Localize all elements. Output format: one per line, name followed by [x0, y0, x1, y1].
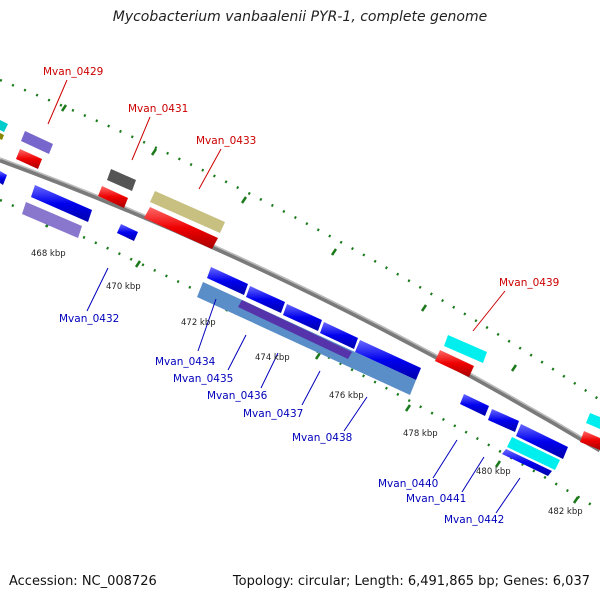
gene-block [0, 133, 4, 140]
map-title: Mycobacterium vanbaalenii PYR-1, complet… [112, 9, 488, 25]
accession-text: Accession: NC_008726 [9, 574, 157, 589]
kbp-label: 476 kbp [329, 391, 364, 401]
gene-block [502, 449, 552, 476]
gene-label-mvan-0439[interactable]: Mvan_0439 [499, 277, 559, 289]
gene-block [144, 207, 218, 249]
gene-block [31, 185, 92, 222]
gene-label-mvan-0434[interactable]: Mvan_0434 [155, 356, 216, 368]
gene-label-mvan-0440[interactable]: Mvan_0440 [378, 478, 438, 490]
leader-lines-reverse [86, 267, 521, 514]
gene-labels-reverse: Mvan_0432 Mvan_0434 Mvan_0435 Mvan_0436 … [59, 313, 504, 526]
gene-block [283, 304, 322, 331]
gene-label-mvan-0442[interactable]: Mvan_0442 [444, 514, 504, 526]
gene-block [107, 169, 136, 191]
gene-label-mvan-0438[interactable]: Mvan_0438 [292, 432, 352, 444]
gene-block [435, 350, 474, 377]
gene-block [320, 322, 358, 349]
forward-genes [0, 120, 600, 450]
gene-block [22, 202, 82, 238]
gene-block [507, 437, 560, 470]
gene-block [117, 224, 138, 241]
kbp-label: 480 kbp [476, 467, 511, 477]
gene-block [444, 335, 487, 363]
gene-block [246, 286, 285, 313]
gene-block [516, 424, 568, 459]
gene-block [16, 149, 42, 169]
gene-block [207, 267, 248, 295]
gene-label-mvan-0431[interactable]: Mvan_0431 [128, 103, 188, 115]
gene-label-mvan-0437[interactable]: Mvan_0437 [243, 408, 303, 420]
gene-block [0, 171, 7, 185]
gene-labels-forward: Mvan_0429 Mvan_0431 Mvan_0433 Mvan_0439 [43, 66, 559, 289]
gene-block [355, 340, 421, 380]
gene-label-mvan-0436[interactable]: Mvan_0436 [207, 390, 268, 402]
gene-block [238, 300, 352, 359]
gene-block [488, 409, 519, 432]
kbp-label: 468 kbp [31, 249, 66, 259]
gene-block [98, 186, 128, 208]
gene-block [0, 120, 8, 132]
gene-block [460, 394, 489, 416]
gene-label-mvan-0432[interactable]: Mvan_0432 [59, 313, 119, 325]
kbp-label: 478 kbp [403, 429, 438, 439]
kbp-label: 474 kbp [255, 353, 290, 363]
genome-backbone [0, 157, 600, 453]
leader-lines-forward [47, 79, 506, 332]
gene-label-mvan-0433[interactable]: Mvan_0433 [196, 135, 256, 147]
gene-label-mvan-0429[interactable]: Mvan_0429 [43, 66, 103, 78]
gene-block [580, 431, 600, 450]
genome-summary-text: Topology: circular; Length: 6,491,865 bp… [232, 574, 590, 589]
gene-label-mvan-0435[interactable]: Mvan_0435 [173, 373, 233, 385]
kbp-label: 470 kbp [106, 282, 141, 292]
kbp-label: 472 kbp [181, 318, 216, 328]
gene-label-mvan-0441[interactable]: Mvan_0441 [406, 493, 466, 505]
gene-block [586, 413, 600, 429]
kbp-scale-labels: 468 kbp 470 kbp 472 kbp 474 kbp 476 kbp … [31, 249, 583, 517]
tick-track-outer [0, 78, 600, 512]
gene-block [150, 191, 225, 233]
kbp-label: 482 kbp [548, 507, 583, 517]
reverse-genes [0, 171, 568, 476]
gene-block [21, 131, 53, 154]
